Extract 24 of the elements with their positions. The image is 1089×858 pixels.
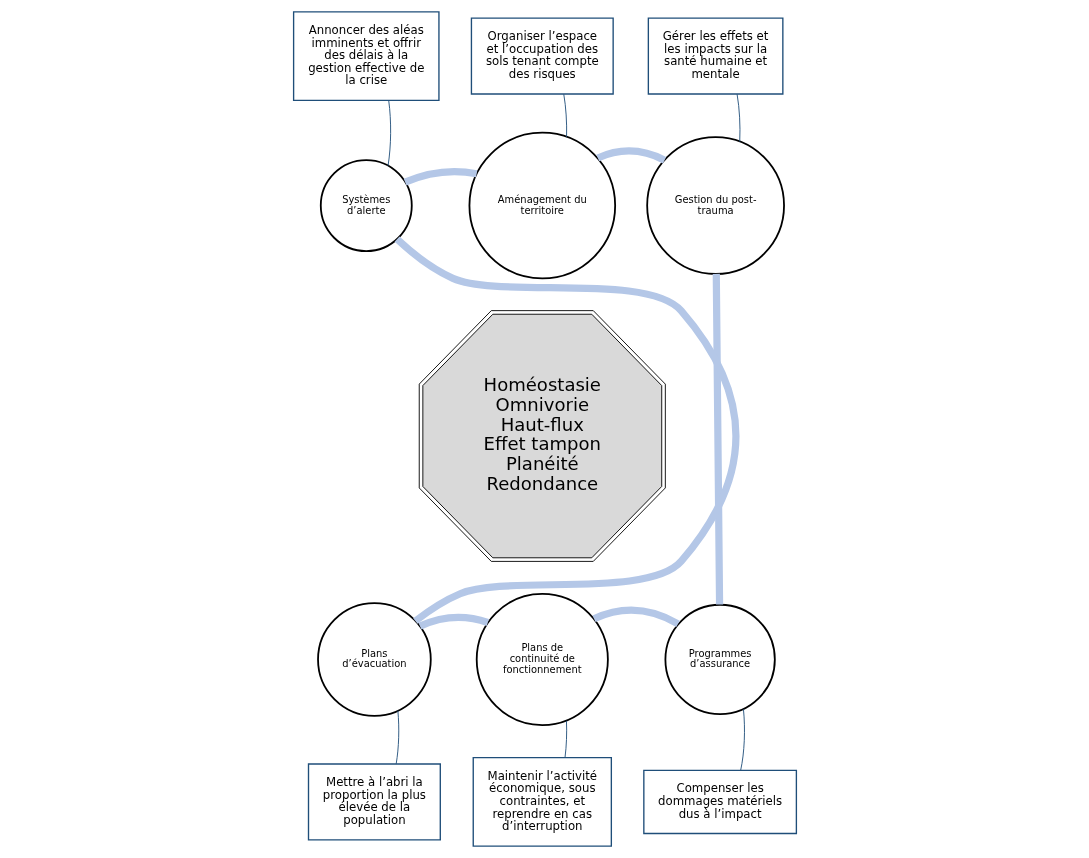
- connector: [739, 708, 745, 771]
- node-box: Gérer les effets et les impacts sur la santé humaine et mentale: [647, 17, 784, 95]
- node-box: Annoncer des aléas imminents et offrir des délais à la gestion effective de la crise: [292, 11, 440, 101]
- node-circle: Systèmes d’alerte: [319, 159, 413, 252]
- node-box: Mettre à l’abri la proportion la plus élevée de la population: [307, 763, 441, 841]
- connector: [403, 168, 477, 186]
- node-circle: Plans de continuité de fonctionnement: [475, 592, 609, 726]
- connector: [595, 147, 666, 164]
- connector: [712, 273, 723, 605]
- connector: [736, 93, 740, 142]
- connector: [394, 236, 739, 624]
- node-circle: Programmes d’assurance: [664, 603, 776, 716]
- connector: [562, 93, 567, 138]
- node-box: Maintenir l’activité économique, sous contraintes, et reprendre en cas d’interruption: [472, 757, 612, 847]
- connector: [387, 100, 391, 167]
- connector: [418, 613, 489, 630]
- node-circle: Gestion du post-trauma: [645, 136, 785, 275]
- node-circle: Plans d’évacuation: [316, 602, 432, 717]
- connector: [395, 710, 399, 765]
- node-box: Compenser les dommages matériels dus à l’impact: [642, 769, 797, 835]
- node-box: Organiser l’espace et l’occupation des sols tenant compte des risques: [470, 17, 614, 95]
- connector: [592, 606, 680, 627]
- connector: [564, 720, 567, 759]
- node-circle: Aménagement du territoire: [468, 131, 616, 280]
